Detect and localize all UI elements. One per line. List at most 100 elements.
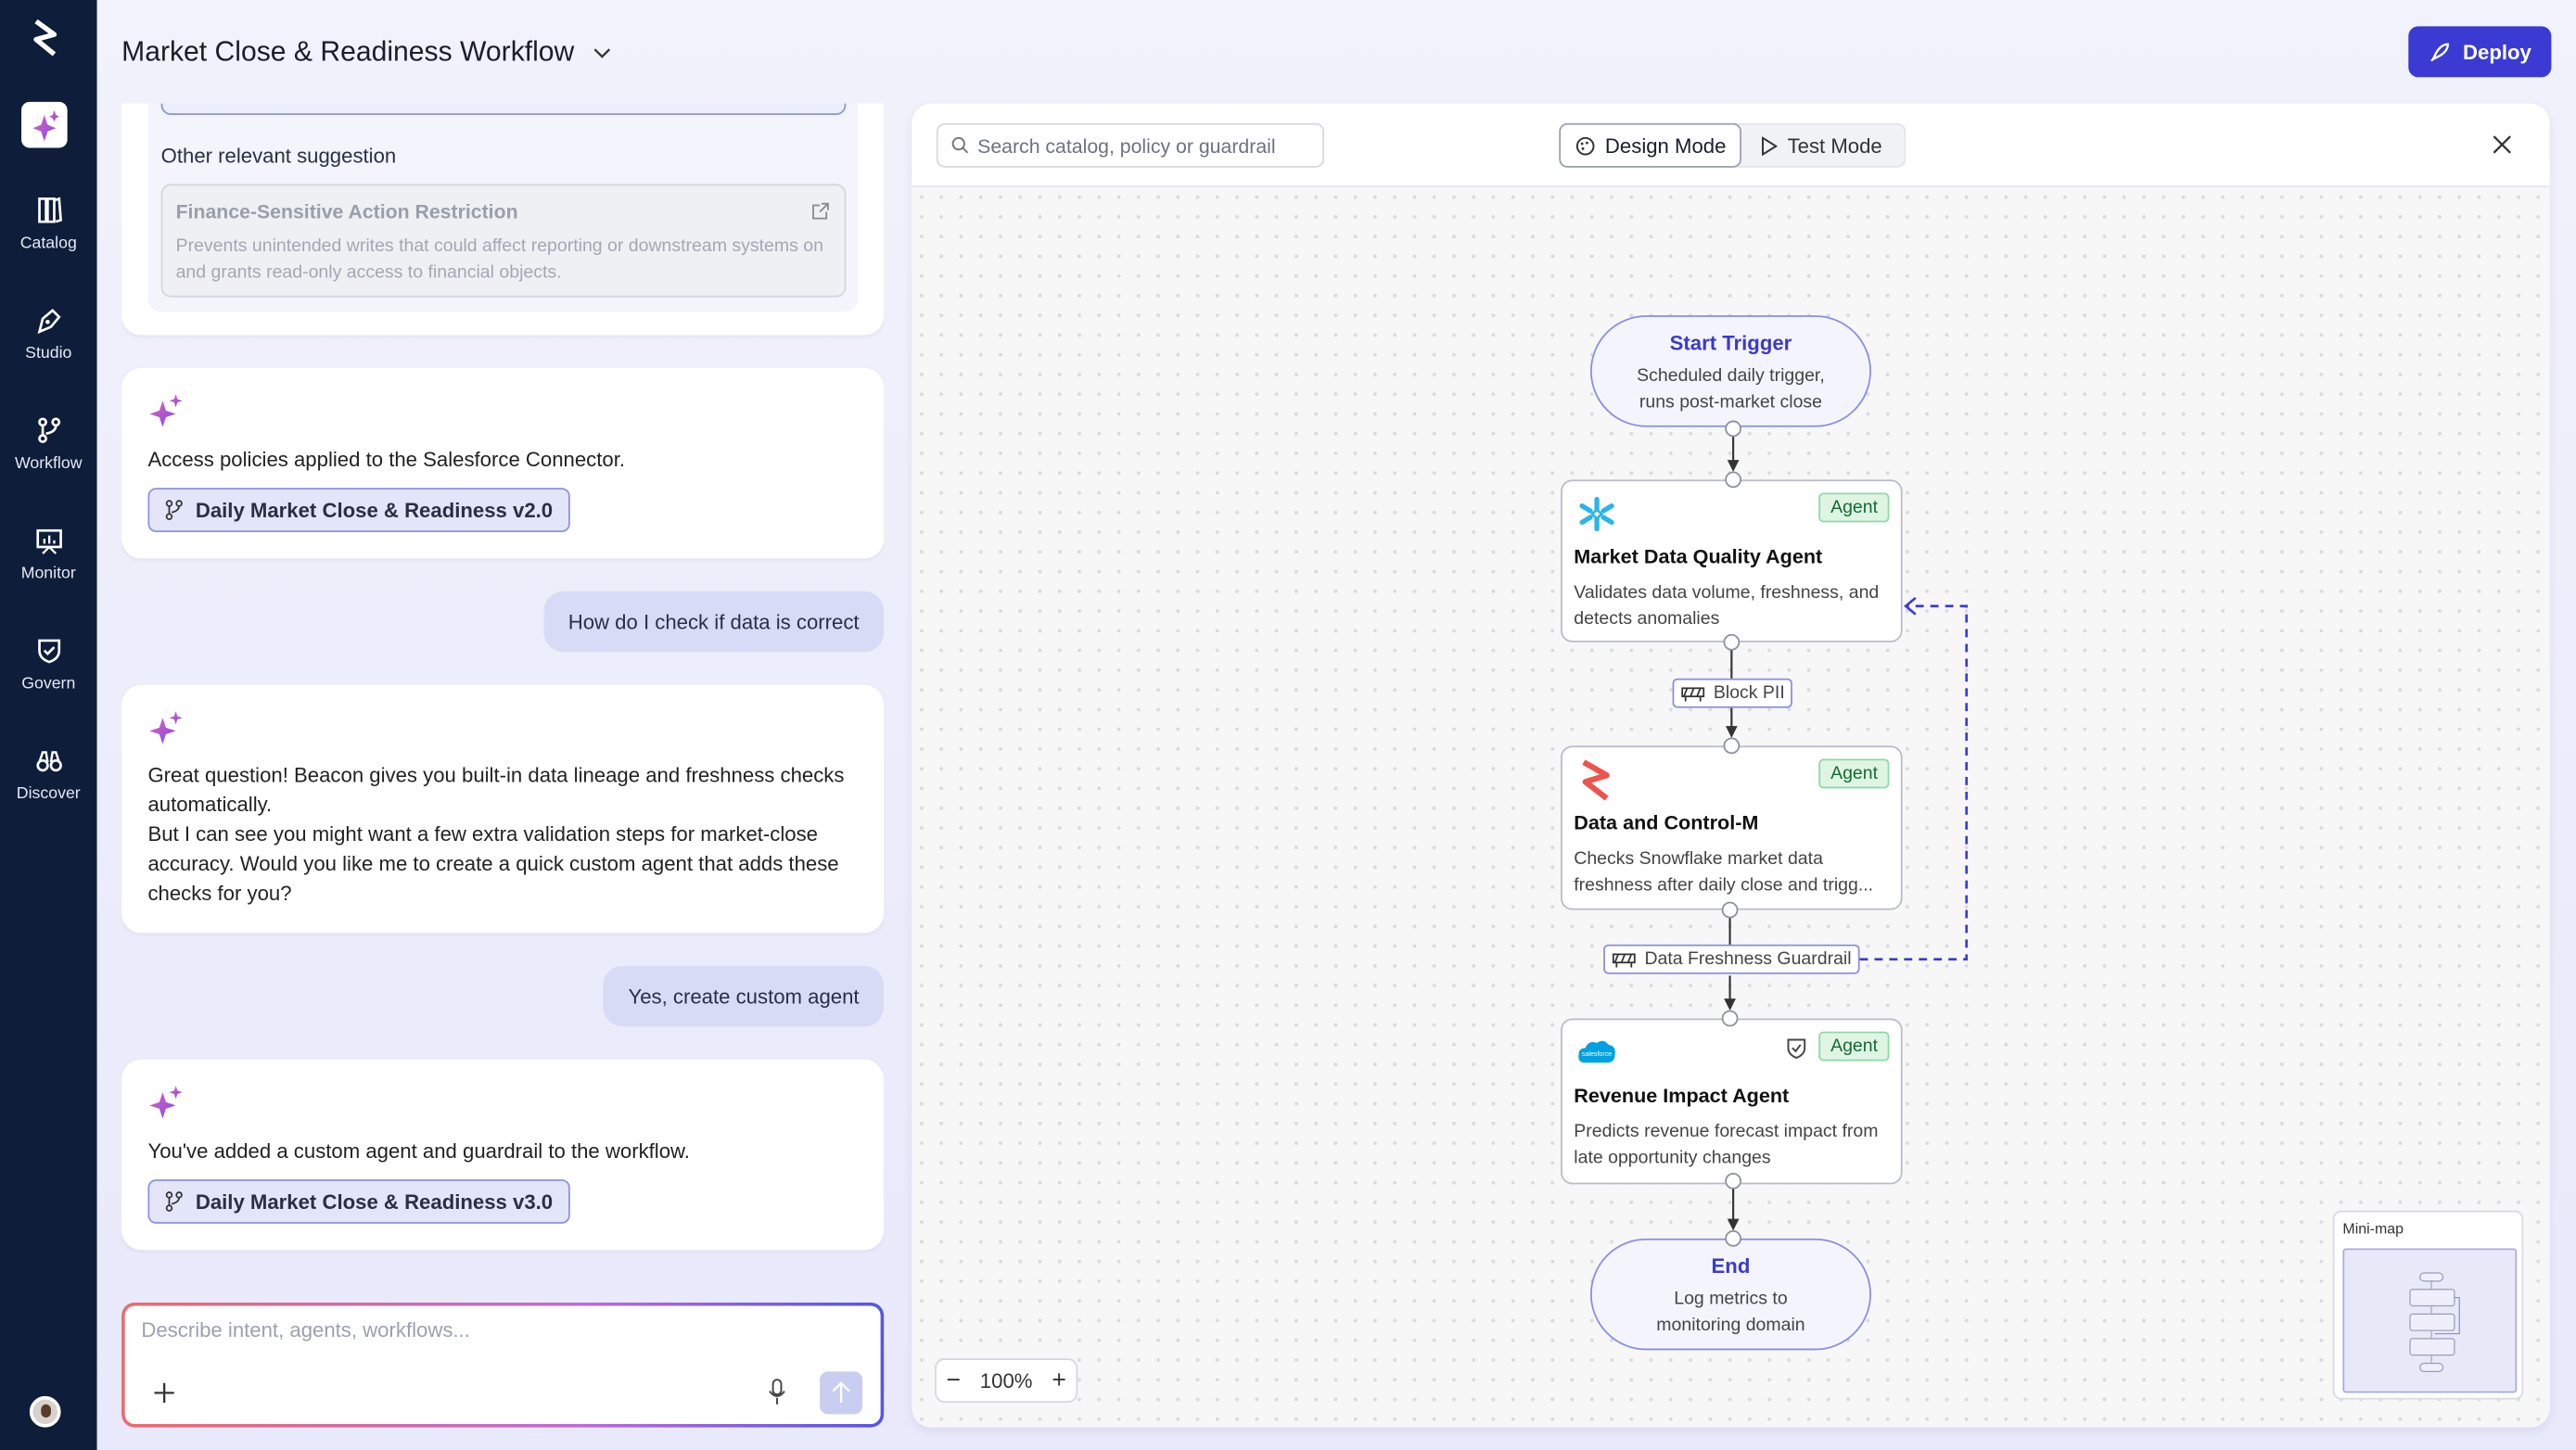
sidebar-item-label: Govern <box>21 675 76 693</box>
palette-icon <box>1575 135 1595 155</box>
external-link-icon[interactable] <box>811 202 829 220</box>
svg-text:salesforce: salesforce <box>1582 1050 1612 1058</box>
search-input[interactable]: Search catalog, policy or guardrail <box>977 134 1276 158</box>
tab-test-mode[interactable]: Test Mode <box>1759 125 1882 166</box>
branch-icon <box>37 417 60 443</box>
output-port[interactable] <box>1723 633 1741 651</box>
sidebar: Catalog Studio Workflow Monitor Govern D… <box>0 0 97 1450</box>
brand-logo-icon[interactable] <box>30 18 62 57</box>
user-message: Yes, create custom agent <box>603 965 885 1027</box>
assistant-message: Great question! Beacon gives you built-i… <box>121 684 885 934</box>
ai-assistant-button[interactable] <box>21 101 68 148</box>
mode-toggle: Design Mode Test Mode <box>1559 122 1906 168</box>
message-text: Great question! Beacon gives you built-i… <box>147 763 845 817</box>
shield-check-icon <box>1787 1038 1806 1060</box>
node-description: Scheduled daily trigger, runs post-marke… <box>1637 366 1825 413</box>
zoom-control: − 100% + <box>935 1358 1078 1404</box>
message-text: You've added a custom agent and guardrai… <box>147 1139 690 1164</box>
minimap[interactable]: Mini-map <box>2332 1210 2524 1400</box>
node-description: Predicts revenue forecast impact from la… <box>1574 1122 1879 1168</box>
chip-label: Daily Market Close & Readiness v2.0 <box>195 498 554 522</box>
guardrail-data-freshness[interactable]: Data Freshness Guardrail <box>1603 944 1860 974</box>
zoom-out-button[interactable]: − <box>946 1367 961 1395</box>
suggestion-heading: Other relevant suggestion <box>160 144 397 168</box>
presentation-chart-icon <box>35 528 61 554</box>
workflow-canvas[interactable]: Start Trigger Scheduled daily trigger, r… <box>912 185 2550 1428</box>
node-title: Market Data Quality Agent <box>1574 545 1823 569</box>
plus-icon[interactable] <box>153 1381 176 1405</box>
sidebar-item-label: Workflow <box>15 454 83 474</box>
node-title: End <box>1711 1254 1751 1278</box>
rocket-icon <box>2430 42 2450 61</box>
deploy-label: Deploy <box>2463 40 2531 64</box>
suggestion-card: Other relevant suggestion Finance-Sensit… <box>121 103 885 336</box>
sidebar-item-discover[interactable]: Discover <box>0 745 97 803</box>
workflow-canvas-panel: Search catalog, policy or guardrail Desi… <box>912 103 2550 1428</box>
agent-badge: Agent <box>1818 492 1890 523</box>
barrier-icon <box>1681 686 1705 701</box>
branch-icon <box>165 500 183 520</box>
chat-input[interactable]: Describe intent, agents, workflows... <box>141 1318 470 1342</box>
output-port[interactable] <box>1721 901 1739 919</box>
mode-label: Test Mode <box>1787 134 1882 158</box>
workflow-version-chip[interactable]: Daily Market Close & Readiness v3.0 <box>147 1179 571 1224</box>
minimap-preview <box>2409 1272 2460 1372</box>
node-title: Revenue Impact Agent <box>1574 1084 1790 1108</box>
pen-nib-icon <box>36 309 60 335</box>
message-text: Access policies applied to the Salesforc… <box>147 448 626 472</box>
sparkle-icon <box>149 394 183 427</box>
sparkle-icon <box>149 711 183 744</box>
minimap-viewport[interactable] <box>2342 1248 2518 1393</box>
books-icon <box>37 197 62 223</box>
guardrail-block-pii[interactable]: Block PII <box>1672 678 1793 708</box>
agent-badge: Agent <box>1818 758 1890 789</box>
mode-label: Design Mode <box>1604 134 1727 158</box>
sidebar-item-monitor[interactable]: Monitor <box>0 526 97 583</box>
end-node[interactable]: End Log metrics to monitoring domain <box>1589 1238 1871 1351</box>
zoom-level: 100% <box>979 1368 1033 1393</box>
input-port[interactable] <box>1721 1010 1739 1027</box>
zoom-in-button[interactable]: + <box>1052 1367 1066 1395</box>
output-port[interactable] <box>1725 420 1741 438</box>
microphone-icon[interactable] <box>767 1378 786 1405</box>
suggestion-item[interactable]: Finance-Sensitive Action Restriction Pre… <box>160 184 847 298</box>
sidebar-item-catalog[interactable]: Catalog <box>0 196 97 253</box>
binoculars-icon <box>35 751 61 772</box>
input-port[interactable] <box>1723 737 1741 755</box>
agent-node-data-and-control-m[interactable]: Agent Data and Control-M Checks Snowflak… <box>1561 745 1903 910</box>
tab-design-mode[interactable]: Design Mode <box>1559 122 1741 168</box>
chevron-down-icon[interactable] <box>592 43 613 62</box>
deploy-button[interactable]: Deploy <box>2408 26 2552 78</box>
input-port[interactable] <box>1725 1229 1741 1247</box>
agent-badge: Agent <box>1818 1031 1890 1062</box>
sidebar-item-label: Studio <box>25 345 72 363</box>
sidebar-item-label: Discover <box>16 784 81 804</box>
agent-node-revenue-impact[interactable]: salesforce Agent Revenue Impact Agent Pr… <box>1561 1018 1903 1185</box>
start-trigger-node[interactable]: Start Trigger Scheduled daily trigger, r… <box>1589 315 1871 427</box>
search-box[interactable]: Search catalog, policy or guardrail <box>936 122 1324 168</box>
agent-node-market-data-quality[interactable]: Agent Market Data Quality Agent Validate… <box>1561 479 1903 642</box>
workflow-version-chip[interactable]: Daily Market Close & Readiness v2.0 <box>147 488 571 533</box>
node-description-text: Checks Snowflake market data freshness a… <box>1574 848 1874 896</box>
sidebar-item-label: Monitor <box>20 565 76 583</box>
assistant-message: You've added a custom agent and guardrai… <box>121 1059 885 1251</box>
minimap-label: Mini-map <box>2342 1220 2404 1238</box>
chat-panel: Other relevant suggestion Finance-Sensit… <box>121 103 885 1428</box>
input-port[interactable] <box>1725 471 1741 489</box>
sidebar-item-govern[interactable]: Govern <box>0 636 97 693</box>
sidebar-item-workflow[interactable]: Workflow <box>0 415 97 473</box>
node-title: Data and Control-M <box>1574 811 1759 835</box>
send-button[interactable] <box>820 1371 863 1415</box>
guardrail-label: Block PII <box>1713 683 1785 704</box>
close-icon[interactable] <box>2493 134 2512 154</box>
branch-icon <box>165 1191 183 1212</box>
sidebar-item-label: Catalog <box>19 235 77 253</box>
output-port[interactable] <box>1725 1172 1741 1189</box>
user-message: How do I check if data is correct <box>543 591 885 653</box>
sidebar-item-studio[interactable]: Studio <box>0 306 97 363</box>
sparkle-icon <box>149 1086 183 1119</box>
user-avatar[interactable] <box>29 1395 61 1428</box>
chat-input-container: Describe intent, agents, workflows... <box>121 1302 885 1428</box>
salesforce-cloud-icon: salesforce <box>1578 1040 1615 1063</box>
selected-suggestion[interactable] <box>160 103 847 116</box>
